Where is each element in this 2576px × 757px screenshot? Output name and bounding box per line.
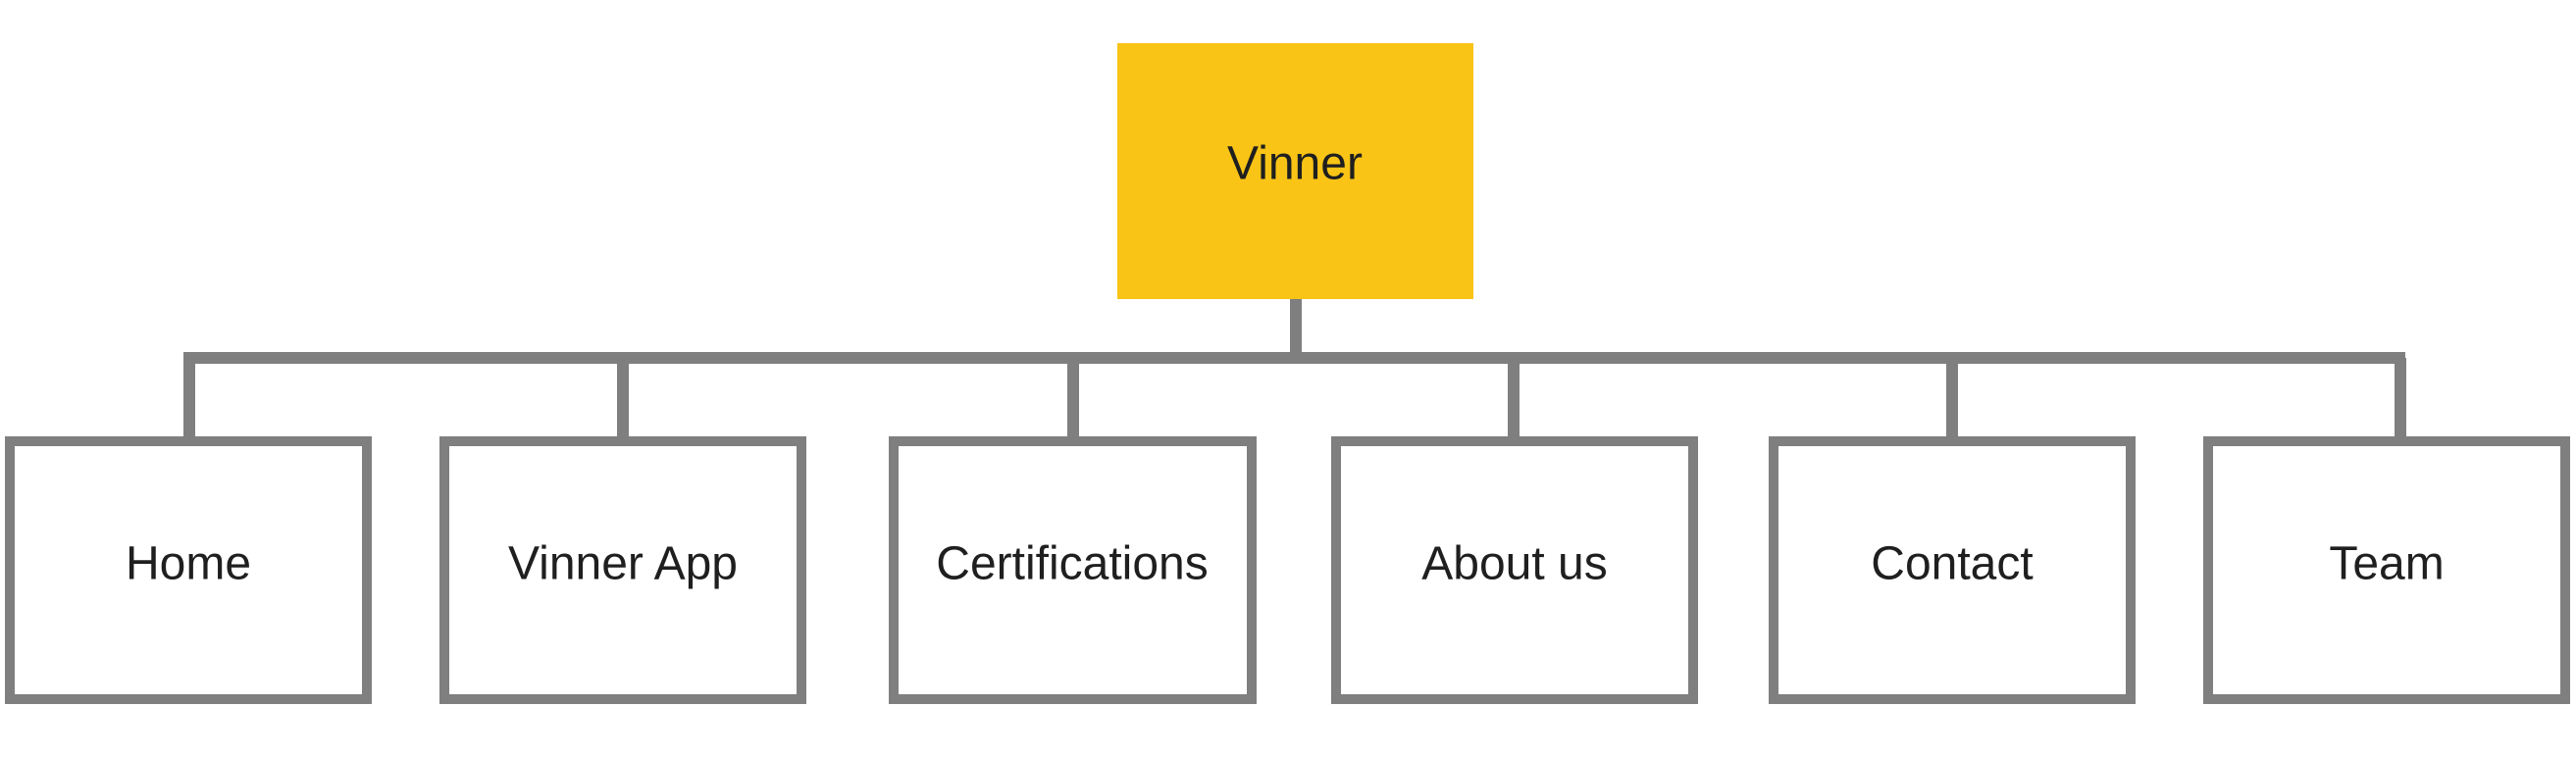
child-node-certifications: Certifications (889, 436, 1257, 704)
child-box (1331, 436, 1698, 704)
child-node-contact: Contact (1769, 436, 2136, 704)
child-box (889, 436, 1257, 704)
child-node-team: Team (2203, 436, 2570, 704)
child-node-vinner-app: Vinner App (439, 436, 806, 704)
child-label: About us (1421, 538, 1607, 590)
child-label: Vinner App (508, 538, 738, 590)
root-box (1117, 43, 1473, 299)
child-label: Home (126, 538, 251, 590)
child-box (5, 436, 372, 704)
child-label: Team (2329, 538, 2444, 590)
child-node-about-us: About us (1331, 436, 1698, 704)
child-label: Contact (1871, 538, 2033, 590)
child-box (2203, 436, 2570, 704)
child-label: Certifications (936, 538, 1208, 590)
root-label: Vinner (1227, 138, 1363, 190)
connectors (183, 299, 2406, 440)
child-box (1769, 436, 2136, 704)
child-node-home: Home (5, 436, 372, 704)
root-node: Vinner (1117, 43, 1473, 299)
child-box (439, 436, 806, 704)
